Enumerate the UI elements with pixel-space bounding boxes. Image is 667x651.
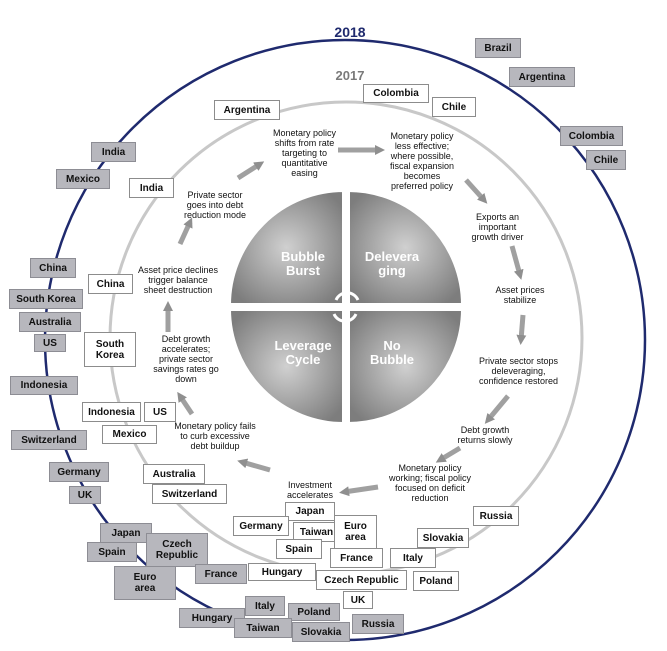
cycle-arrows: [163, 145, 527, 497]
cycle-arrow: [464, 178, 488, 204]
step-label: Private sector stops deleveraging, confi…: [478, 356, 559, 386]
country-box-2017: US: [144, 402, 176, 422]
country-box-2017: Indonesia: [82, 402, 141, 422]
step-label: Private sector goes into debt reduction …: [183, 190, 247, 220]
country-box-2018: Chile: [586, 150, 626, 170]
country-box-2018: China: [30, 258, 76, 278]
country-box-2017: South Korea: [84, 332, 136, 367]
country-box-2017: Switzerland: [152, 484, 227, 504]
country-box-2017: Euro area: [334, 515, 377, 549]
country-box-2018: UK: [69, 486, 101, 504]
country-box-2018: Switzerland: [11, 430, 87, 450]
country-box-2017: Australia: [143, 464, 205, 484]
step-label: Monetary policy shifts from rate targeti…: [272, 128, 337, 178]
country-box-2017: Chile: [432, 97, 476, 117]
country-box-2017: India: [129, 178, 174, 198]
country-box-2018: Indonesia: [10, 376, 78, 395]
country-box-2017: Czech Republic: [316, 570, 407, 590]
center-cycle-icon: [332, 291, 360, 323]
country-box-2018: Brazil: [475, 38, 521, 58]
quadrants: [226, 187, 466, 427]
country-box-2017: Germany: [233, 516, 289, 536]
step-label: Debt growth accelerates; private sector …: [153, 334, 219, 384]
quadrant-label-deleveraging: Delevera ging: [364, 249, 420, 278]
country-box-2017: France: [330, 548, 383, 568]
country-box-2018: Czech Republic: [146, 533, 208, 567]
quadrant-leverage-cycle: [226, 307, 346, 427]
step-label: Investment accelerates: [286, 480, 334, 500]
country-box-2018: Australia: [19, 312, 81, 332]
country-box-2017: Japan: [285, 502, 335, 521]
country-box-2017: Italy: [390, 548, 436, 568]
country-box-2017: Colombia: [363, 84, 429, 103]
quadrant-deleveraging: [346, 187, 466, 307]
cycle-arrow: [237, 458, 271, 473]
quadrant-label-leverage-cycle: Leverage Cycle: [274, 338, 332, 367]
country-box-2017: China: [88, 274, 133, 294]
year-label-2018: 2018: [334, 24, 366, 40]
country-box-2017: Slovakia: [417, 528, 469, 548]
cycle-arrow: [236, 161, 265, 181]
cycle-arrow: [177, 217, 193, 246]
country-box-2018: Russia: [352, 614, 404, 634]
country-box-2017: UK: [343, 591, 373, 609]
cycle-arrow: [435, 445, 462, 463]
country-box-2017: Russia: [473, 506, 519, 526]
quadrant-bubble-burst: [226, 187, 346, 307]
step-label: Monetary policy working; fiscal policy f…: [388, 463, 472, 503]
step-label: Monetary policy fails to curb excessive …: [174, 421, 256, 451]
step-label: Asset prices stabilize: [495, 285, 545, 305]
step-label: Asset price declines trigger balance she…: [137, 265, 219, 295]
country-box-2018: Slovakia: [292, 622, 350, 642]
country-box-2018: South Korea: [9, 289, 83, 309]
country-box-2017: Poland: [413, 571, 459, 591]
country-box-2018: Argentina: [509, 67, 575, 87]
cycle-arrow: [177, 391, 195, 416]
country-box-2018: Spain: [87, 542, 137, 562]
country-box-2018: Euro area: [114, 566, 176, 600]
quadrant-label-bubble-burst: Bubble Burst: [280, 249, 326, 278]
country-box-2018: Taiwan: [234, 618, 292, 638]
cycle-arrow: [516, 314, 527, 345]
country-box-2018: US: [34, 334, 66, 352]
country-box-2017: Hungary: [248, 563, 316, 581]
step-label: Exports an important growth driver: [471, 212, 524, 242]
year-label-2017: 2017: [335, 68, 365, 83]
country-box-2017: Argentina: [214, 100, 280, 120]
country-box-2018: Italy: [245, 596, 285, 616]
country-box-2018: India: [91, 142, 136, 162]
country-box-2017: Mexico: [102, 425, 157, 444]
step-label: Debt growth returns slowly: [457, 425, 513, 445]
country-box-2018: Japan: [100, 523, 152, 543]
quadrant-label-no-bubble: No Bubble: [369, 338, 415, 367]
country-box-2018: Mexico: [56, 169, 110, 189]
country-box-2018: France: [195, 564, 247, 584]
cycle-arrow: [339, 484, 379, 497]
step-label: Monetary policy less effective; where po…: [389, 131, 455, 191]
country-box-2018: Colombia: [560, 126, 623, 146]
cycle-arrow: [509, 245, 524, 280]
country-box-2017: Spain: [276, 539, 322, 559]
country-box-2018: Poland: [288, 603, 340, 621]
cycle-arrow: [484, 394, 510, 424]
quadrant-no-bubble: [346, 307, 466, 427]
country-box-2018: Germany: [49, 462, 109, 482]
